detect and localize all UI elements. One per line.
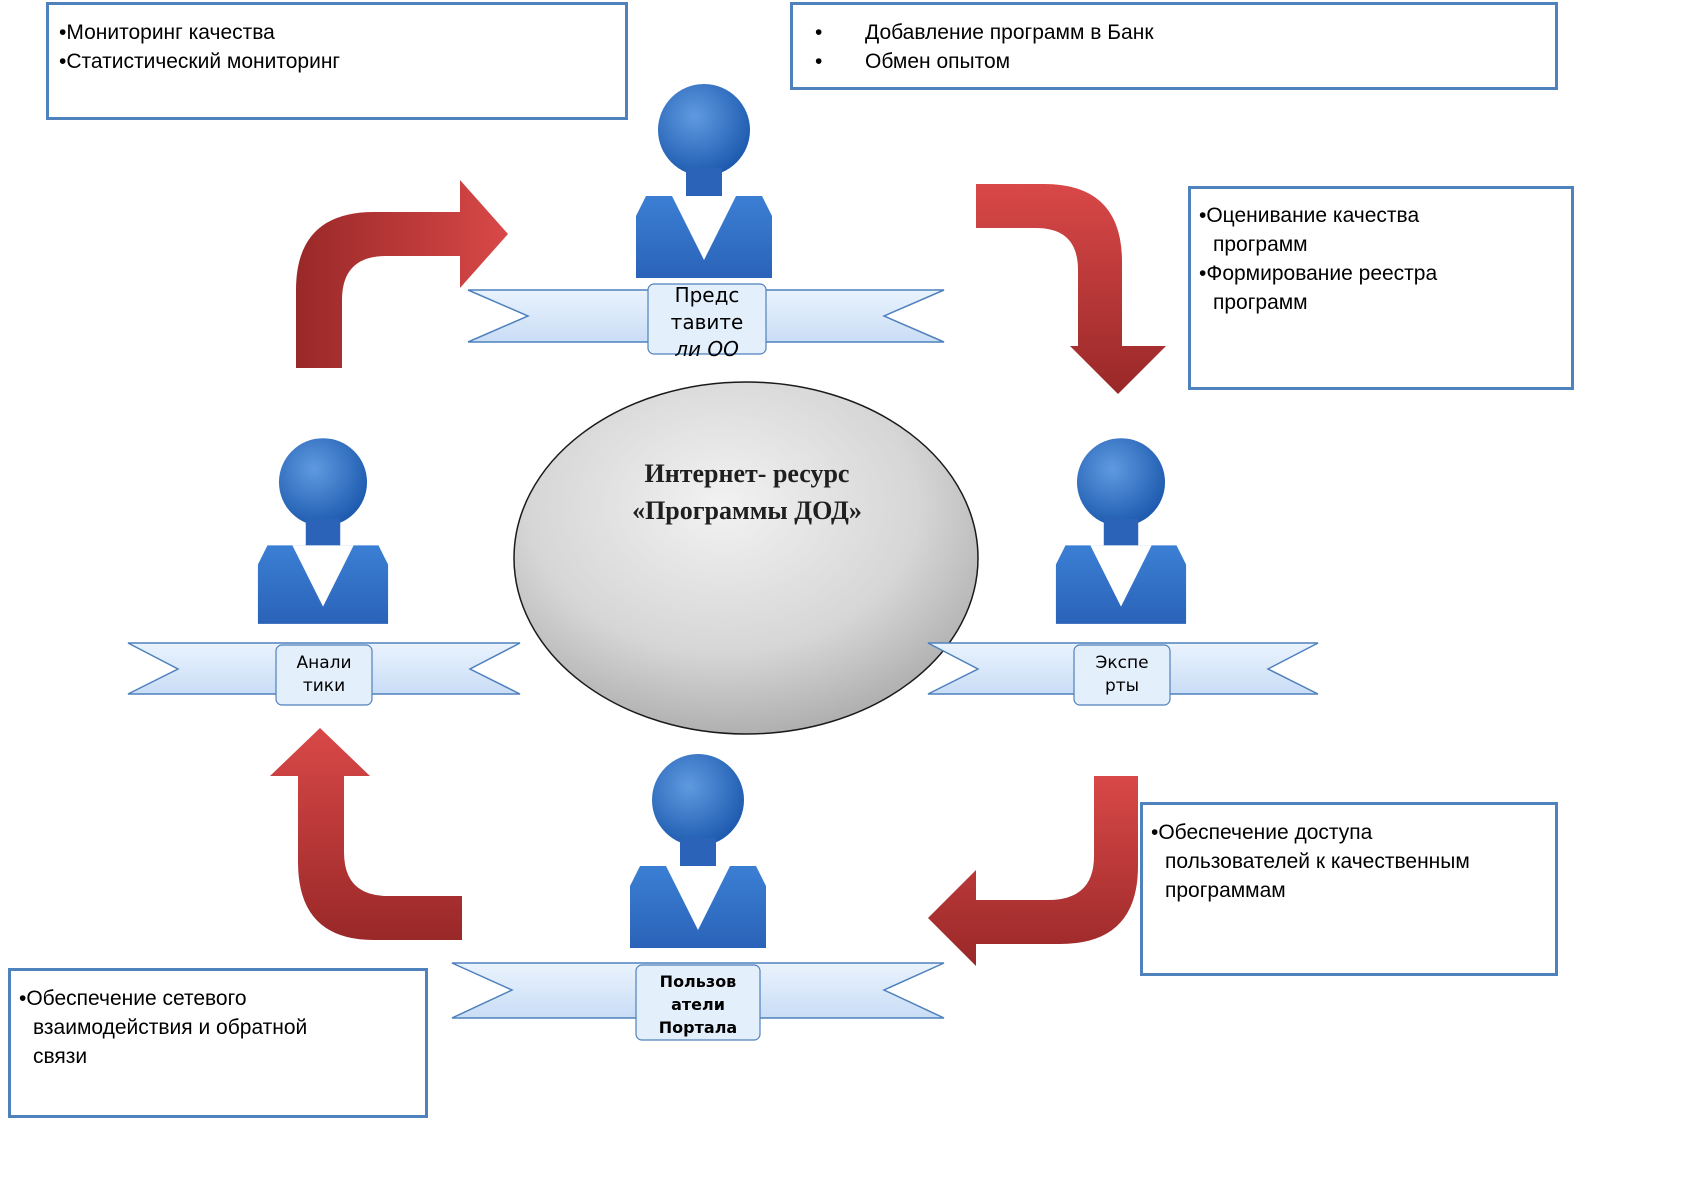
note-top-right: • Добавление программ в Банк • Обмен опы… — [790, 2, 1558, 90]
role-top: Предс тавите ли ОО — [670, 283, 744, 361]
arrow-top-left — [296, 180, 508, 368]
note-right-bottom: •Обеспечение доступа пользователей к кач… — [1140, 802, 1558, 976]
note-top-right-item: • Обмен опытом — [815, 50, 1011, 73]
ribbon-left — [127, 642, 521, 706]
ribbon-right — [927, 642, 1319, 706]
cycle-diagram — [127, 84, 1319, 1041]
center-title-line1: Интернет- ресурс — [644, 459, 850, 488]
note-right-top: •Оценивание качества программ •Формирова… — [1188, 186, 1574, 390]
role-left: Анали тики — [296, 653, 352, 696]
center-title-line2: «Программы ДОД» — [632, 496, 862, 525]
person-icon-top — [636, 84, 772, 278]
role-right: Экспе рты — [1095, 653, 1149, 696]
role-bottom: Пользов атели Портала — [658, 972, 738, 1038]
arrow-bottom-left — [270, 728, 462, 940]
center-title: Интернет- ресурс «Программы ДОД» — [516, 455, 978, 529]
ribbon-bottom — [451, 962, 945, 1041]
center-ellipse — [513, 381, 979, 735]
note-top-left: •Мониторинг качества •Статистический мон… — [46, 2, 628, 120]
person-icon-left — [257, 438, 389, 624]
note-bottom-left: •Обеспечение сетевого взаимодействия и о… — [8, 968, 428, 1118]
note-top-right-item: • Добавление программ в Банк — [815, 21, 1154, 44]
arrow-top-right — [976, 184, 1166, 394]
person-icon-right — [1055, 438, 1187, 624]
ribbon-top — [467, 283, 945, 355]
arrow-bottom-right — [928, 776, 1138, 966]
person-icon-bottom — [630, 754, 766, 948]
